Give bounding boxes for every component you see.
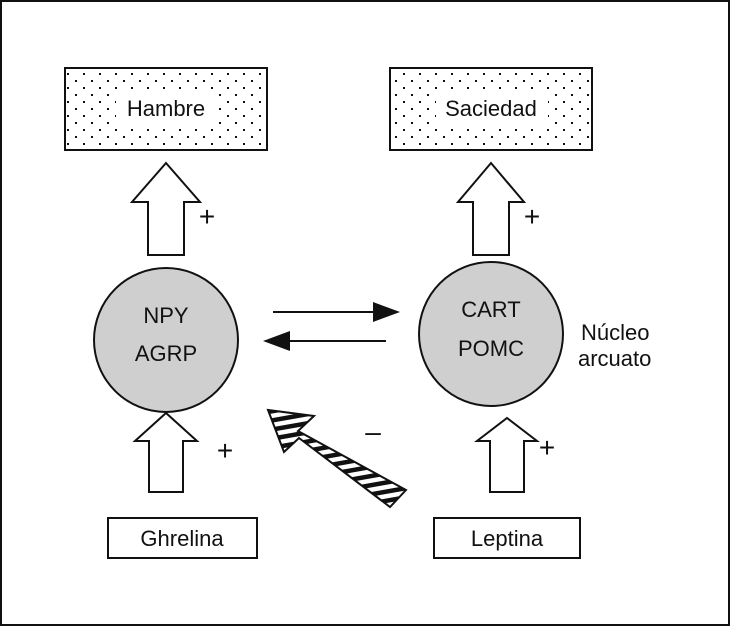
arcuato-label: arcuato	[578, 346, 651, 371]
saciedad-label: Saciedad	[445, 96, 537, 121]
saciedad-plus-sign: +	[524, 201, 540, 232]
ghrelina-plus-sign: +	[217, 435, 233, 466]
agrp-label: AGRP	[135, 341, 197, 366]
minus-sign: –	[365, 416, 381, 447]
hambre-plus-sign: +	[199, 201, 215, 232]
hambre-up-arrow	[129, 161, 203, 256]
leptina-up-arrow	[474, 416, 540, 493]
pomc-label: POMC	[458, 336, 524, 361]
ghrelina-up-arrow	[132, 411, 200, 493]
npy-label: NPY	[143, 303, 189, 328]
ghrelina-box: Ghrelina	[107, 517, 258, 559]
cart-pomc-circle: CART POMC	[418, 261, 564, 407]
leptina-label: Leptina	[471, 526, 544, 551]
saciedad-up-arrow	[455, 161, 527, 256]
inhibition-arrow	[266, 408, 408, 509]
nucleo-label: Núcleo	[581, 320, 649, 345]
saciedad-box: Saciedad	[389, 67, 593, 151]
right-arrow	[273, 302, 400, 322]
npy-agrp-circle: NPY AGRP	[93, 267, 239, 413]
hambre-label: Hambre	[127, 96, 205, 121]
leptina-plus-sign: +	[539, 432, 555, 463]
ghrelina-label: Ghrelina	[140, 526, 224, 551]
hambre-box: Hambre	[64, 67, 268, 151]
cart-label: CART	[461, 297, 521, 322]
left-arrow	[263, 331, 386, 351]
leptina-box: Leptina	[433, 517, 581, 559]
